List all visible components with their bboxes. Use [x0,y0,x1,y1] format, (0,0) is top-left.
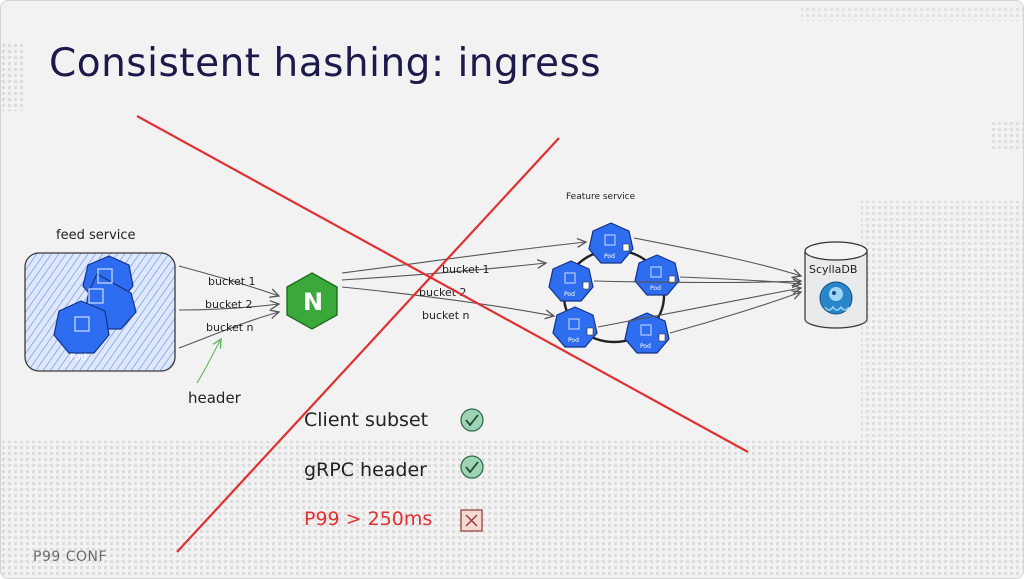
svg-text:Pod: Pod [650,285,661,292]
header-arrow [196,339,221,384]
conference-logo: P99 CONF [33,549,108,565]
feature-to-db-arrows [593,237,801,334]
feed-service-label: feed service [56,228,136,243]
scylladb-logo-icon [819,281,853,315]
svg-text:Pod: Pod [564,291,575,298]
background-pattern [1,5,1023,578]
page-title: Consistent hashing: ingress [49,41,602,86]
feature-pod-icon: Pod [634,254,680,296]
feature-service-label: Feature service [566,192,636,202]
feed-bucket-label: bucket n [206,321,254,334]
check-icon [460,408,484,432]
strike-through-cross [136,115,749,553]
feature-pod-icon: Pod [552,306,598,348]
nginx-letter: N [303,288,323,316]
pod-label: Pod [70,353,86,363]
svg-text:Pod: Pod [568,337,579,344]
feature-bucket-label: bucket 1 [442,263,490,276]
scylladb-label: ScyllaDB [809,263,857,276]
feature-pod-icon: Pod [624,312,670,354]
nginx-logo: N [286,272,338,330]
cross-icon [460,509,483,532]
svg-text:Pod: Pod [604,253,615,260]
feature-pod-icon: Pod [588,222,634,264]
scylladb-database: ScyllaDB [804,241,868,329]
checklist-item-label: P99 > 250ms [304,508,432,530]
feature-bucket-label: bucket 2 [419,286,467,299]
checklist: Client subset gRPC header P99 > 250ms [304,408,484,532]
feed-to-ingress-arrows [178,265,279,349]
check-icon [460,455,484,479]
checklist-item-label: gRPC header [304,459,427,481]
checklist-item-label: Client subset [304,409,428,431]
pod-icon: Pod [53,255,137,363]
feed-bucket-label: bucket 2 [205,298,253,311]
feed-bucket-label: bucket 1 [208,275,256,288]
feature-bucket-label: bucket n [422,309,470,322]
ingress-to-feature-arrows [341,242,586,316]
header-label: header [188,389,242,407]
svg-text:Pod: Pod [640,343,651,350]
feature-pod-icon: Pod [548,260,594,302]
feed-service: feed service Pod [24,228,176,372]
